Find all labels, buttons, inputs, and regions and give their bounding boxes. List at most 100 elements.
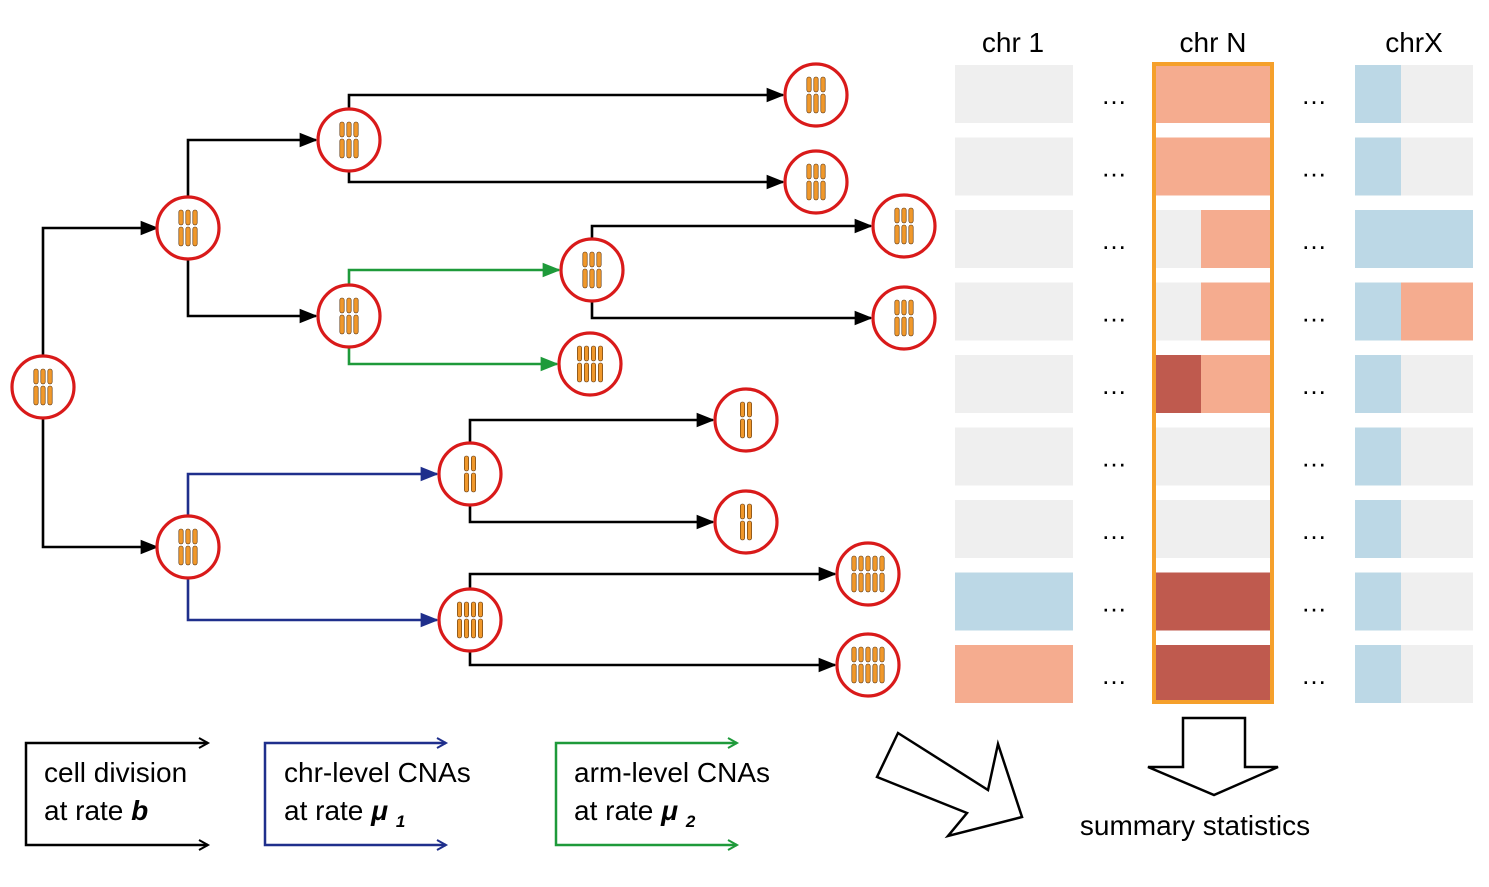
cell-b xyxy=(155,514,221,580)
ellipsis-2-row-1: … xyxy=(1301,80,1327,110)
ellipsis-1-row-7: … xyxy=(1101,515,1127,545)
matrix-cell-chrN-row-1 xyxy=(1156,65,1272,123)
matrix-cell-chrN-row-2 xyxy=(1156,137,1272,196)
chromosome xyxy=(596,251,602,289)
matrix-cell-chrX-row-8 xyxy=(1355,572,1473,631)
segment-right xyxy=(1401,645,1473,703)
chromosome xyxy=(477,601,483,639)
cell-a2b xyxy=(557,331,623,397)
chromosome xyxy=(185,209,191,247)
chromosome xyxy=(589,251,595,289)
ellipsis-1-row-3: … xyxy=(1101,225,1127,255)
segment-left xyxy=(955,210,1002,268)
matrix-cell-chrX-row-2 xyxy=(1355,137,1473,196)
segment-right xyxy=(1201,137,1272,196)
segment-right xyxy=(1201,427,1272,486)
edge-b2-to-b2b xyxy=(468,651,837,673)
matrix-cell-chr1-row-8 xyxy=(955,572,1073,631)
chromosome xyxy=(851,646,857,684)
segment-left xyxy=(1156,355,1201,413)
segment-left xyxy=(955,65,1002,123)
chromosome xyxy=(33,368,39,406)
legend-arm-level-line2: at rate μ 2 xyxy=(574,795,696,831)
chromosome xyxy=(746,401,752,439)
segment-left xyxy=(1156,137,1201,196)
edge-a1-to-a1b xyxy=(347,171,785,190)
segment-right xyxy=(1002,355,1073,413)
chromosome xyxy=(908,207,914,245)
segment-right xyxy=(1201,355,1272,413)
edge-a-to-a2 xyxy=(186,259,318,324)
chromosome xyxy=(806,76,812,114)
legend-arm-level-subscript: 2 xyxy=(685,812,696,831)
matrix-cell-chrN-row-3 xyxy=(1156,210,1272,268)
segment-left xyxy=(955,355,1002,413)
matrix-cell-chrX-row-4 xyxy=(1355,282,1473,341)
ellipsis-2-row-8: … xyxy=(1301,588,1327,618)
segment-left xyxy=(955,500,1002,558)
matrix-cell-chr1-row-3 xyxy=(955,210,1073,268)
chromosome xyxy=(339,297,345,335)
cell-b2 xyxy=(437,587,503,653)
chromosome xyxy=(192,209,198,247)
matrix-cell-chr1-row-5 xyxy=(955,355,1073,413)
edge-a2a-to-a2a2 xyxy=(590,301,873,326)
edge-root-to-b xyxy=(41,418,159,555)
chromosome xyxy=(879,646,885,684)
cell-membrane xyxy=(557,331,623,397)
edge-a2-to-a2a xyxy=(347,262,561,285)
segment-left xyxy=(1156,427,1201,486)
matrix-cell-chr1-row-9 xyxy=(955,645,1073,703)
ellipsis-2-row-2: … xyxy=(1301,153,1327,183)
chromosome xyxy=(178,209,184,247)
chromosome xyxy=(40,368,46,406)
edge-root-to-a xyxy=(41,220,159,356)
chromosome xyxy=(820,163,826,201)
chromosome xyxy=(582,251,588,289)
legend-chr-level-prefix: at rate xyxy=(284,795,371,826)
cell-b1b xyxy=(713,489,779,555)
cell-b2b xyxy=(835,632,901,698)
segment-right xyxy=(1201,645,1272,703)
matrix-cell-chrN-row-5 xyxy=(1156,355,1272,413)
edge-b-to-b1 xyxy=(186,466,439,516)
edge-b-to-b2 xyxy=(186,578,439,628)
segment-left xyxy=(1355,137,1401,196)
segment-left xyxy=(1156,210,1201,268)
segment-right xyxy=(1401,427,1473,486)
segment-right xyxy=(1002,65,1073,123)
segment-left xyxy=(1355,65,1401,123)
cell-a2 xyxy=(316,283,382,349)
segment-right xyxy=(1002,427,1073,486)
cell-a2a xyxy=(559,237,625,303)
chromosome xyxy=(339,121,345,159)
segment-right xyxy=(1002,137,1073,196)
edge-b2-to-b2a xyxy=(468,566,837,589)
chromosome xyxy=(583,345,589,383)
segment-left xyxy=(1355,500,1401,558)
ellipsis-2-row-9: … xyxy=(1301,660,1327,690)
chromosome xyxy=(806,163,812,201)
legend-arm-level-prefix: at rate xyxy=(574,795,661,826)
cell-membrane xyxy=(713,387,779,453)
ellipsis-2-row-7: … xyxy=(1301,515,1327,545)
cell-b1a xyxy=(713,387,779,453)
edge-a-to-a1 xyxy=(186,132,318,197)
segment-left xyxy=(1355,210,1401,268)
matrix-cell-chrX-row-3 xyxy=(1355,210,1473,268)
matrix-cell-chrN-row-8 xyxy=(1156,572,1272,631)
segment-right xyxy=(1401,500,1473,558)
cell-b1 xyxy=(437,441,503,507)
chromosome xyxy=(872,555,878,593)
ellipsis-1-row-1: … xyxy=(1101,80,1127,110)
ellipsis-2-row-3: … xyxy=(1301,225,1327,255)
segment-right xyxy=(1002,645,1073,703)
ellipsis-1-row-8: … xyxy=(1101,588,1127,618)
segment-left xyxy=(955,282,1002,341)
segment-left xyxy=(955,645,1002,703)
legend-chr-level-subscript: 1 xyxy=(396,812,405,831)
chromosome xyxy=(865,555,871,593)
chromosome xyxy=(47,368,53,406)
legend-chr-level-symbol: μ xyxy=(370,795,388,826)
